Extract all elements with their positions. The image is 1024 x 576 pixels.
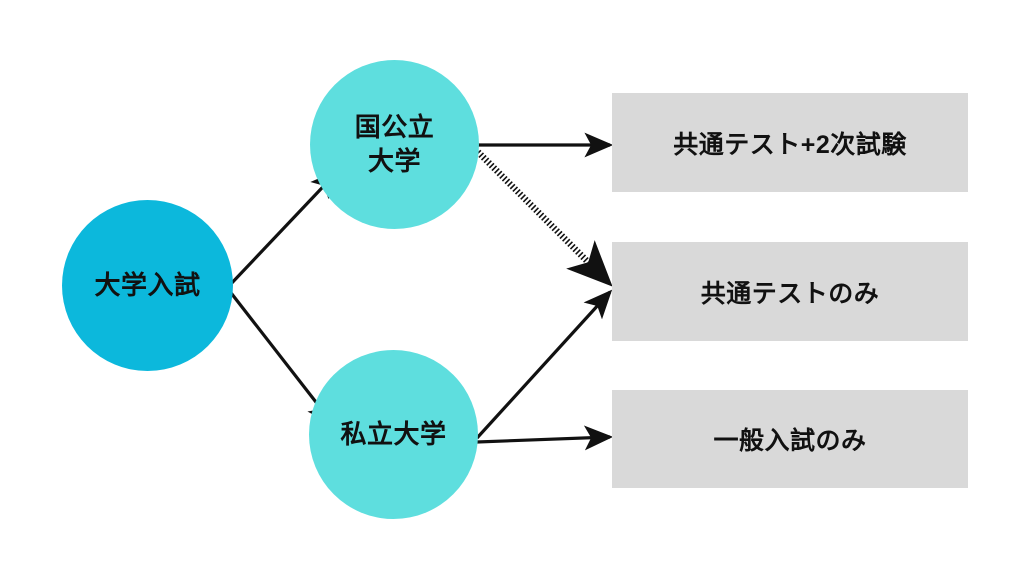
node-root-university-entrance-exam[interactable]: 大学入試 — [62, 200, 233, 371]
outcome-box-common-plus-secondary[interactable]: 共通テスト+2次試験 — [612, 93, 968, 192]
edge-private-to-common-only — [475, 289, 613, 440]
outcome-label-general-only: 一般入試のみ — [713, 427, 867, 455]
node-branch-public-label: 国公立 大学 — [354, 112, 435, 176]
outcome-box-common-only[interactable]: 共通テストのみ — [612, 242, 968, 341]
node-branch-private-label: 私立大学 — [340, 418, 447, 449]
outcome-label-common-only: 共通テストのみ — [700, 279, 880, 308]
edge-root-to-public — [226, 169, 340, 289]
node-root-label: 大学入試 — [94, 269, 201, 300]
outcome-label-common-plus-secondary: 共通テスト+2次試験 — [673, 130, 907, 159]
node-branch-public-university[interactable]: 国公立 大学 — [310, 60, 479, 229]
outcome-box-general-only[interactable]: 一般入試のみ — [612, 390, 968, 488]
node-branch-private-university[interactable]: 私立大学 — [309, 350, 478, 519]
edge-private-to-general-only — [476, 425, 614, 451]
edge-public-to-common-only — [475, 149, 613, 287]
